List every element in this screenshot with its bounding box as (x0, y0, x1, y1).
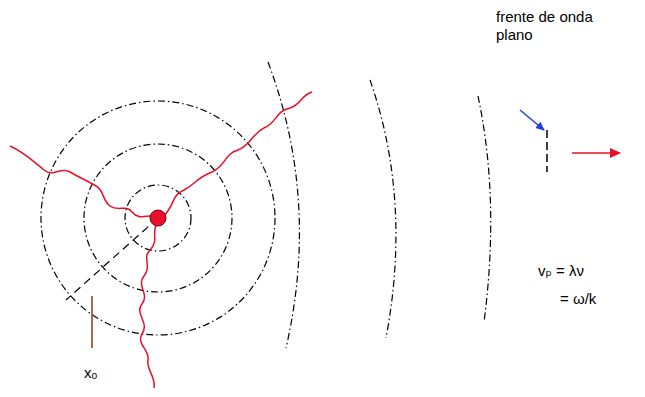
wavefront-label: frente de onda plano (496, 8, 606, 44)
ray-wavy (140, 222, 158, 388)
phase-velocity-formula: = ω/k (560, 290, 630, 308)
wavefront-circle (84, 144, 232, 292)
ray-wavy (10, 146, 158, 218)
propagation-arrow (572, 152, 620, 154)
wavefront-circle (41, 101, 275, 335)
distance-label: xₒ (84, 364, 124, 382)
radius-line (66, 218, 158, 300)
phase-velocity-formula: vₚ = λν (538, 262, 618, 280)
wavefront-circle (125, 185, 191, 251)
pointer-arrow (520, 110, 544, 130)
leader-line (91, 296, 93, 348)
ray-wavy (160, 92, 312, 220)
wavefront-arc (478, 96, 491, 322)
wavefront-arc (370, 80, 396, 338)
point-source (150, 210, 166, 226)
plane-wavefront (546, 130, 548, 172)
